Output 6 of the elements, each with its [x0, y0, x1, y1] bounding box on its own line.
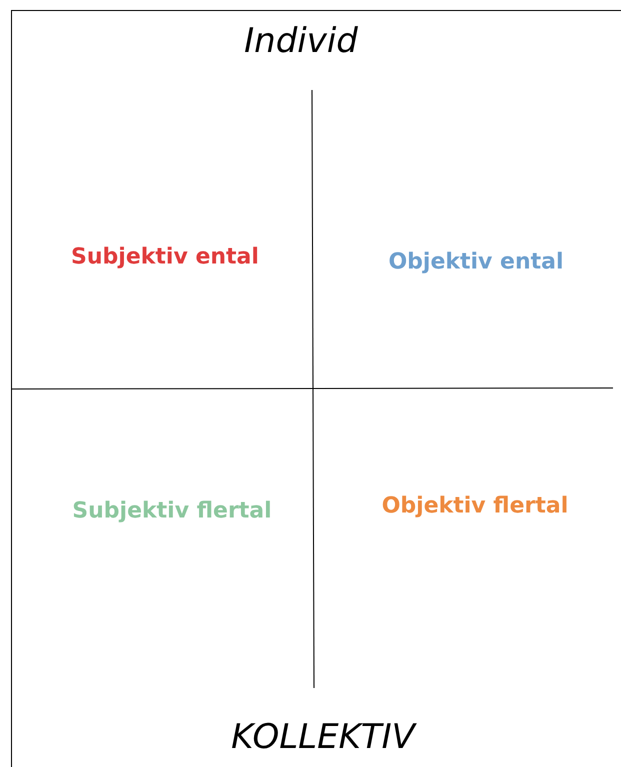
axis-title: KOLLEKTIV [231, 717, 415, 757]
quadrant-label: Subjektiv flertal [72, 498, 272, 524]
quadrant-label: Subjektiv ental [71, 244, 259, 270]
axis-title: Individ [244, 21, 358, 61]
quadrant-label: Objektiv flertal [382, 494, 568, 518]
quadrant-label: Objektiv ental [388, 250, 564, 274]
